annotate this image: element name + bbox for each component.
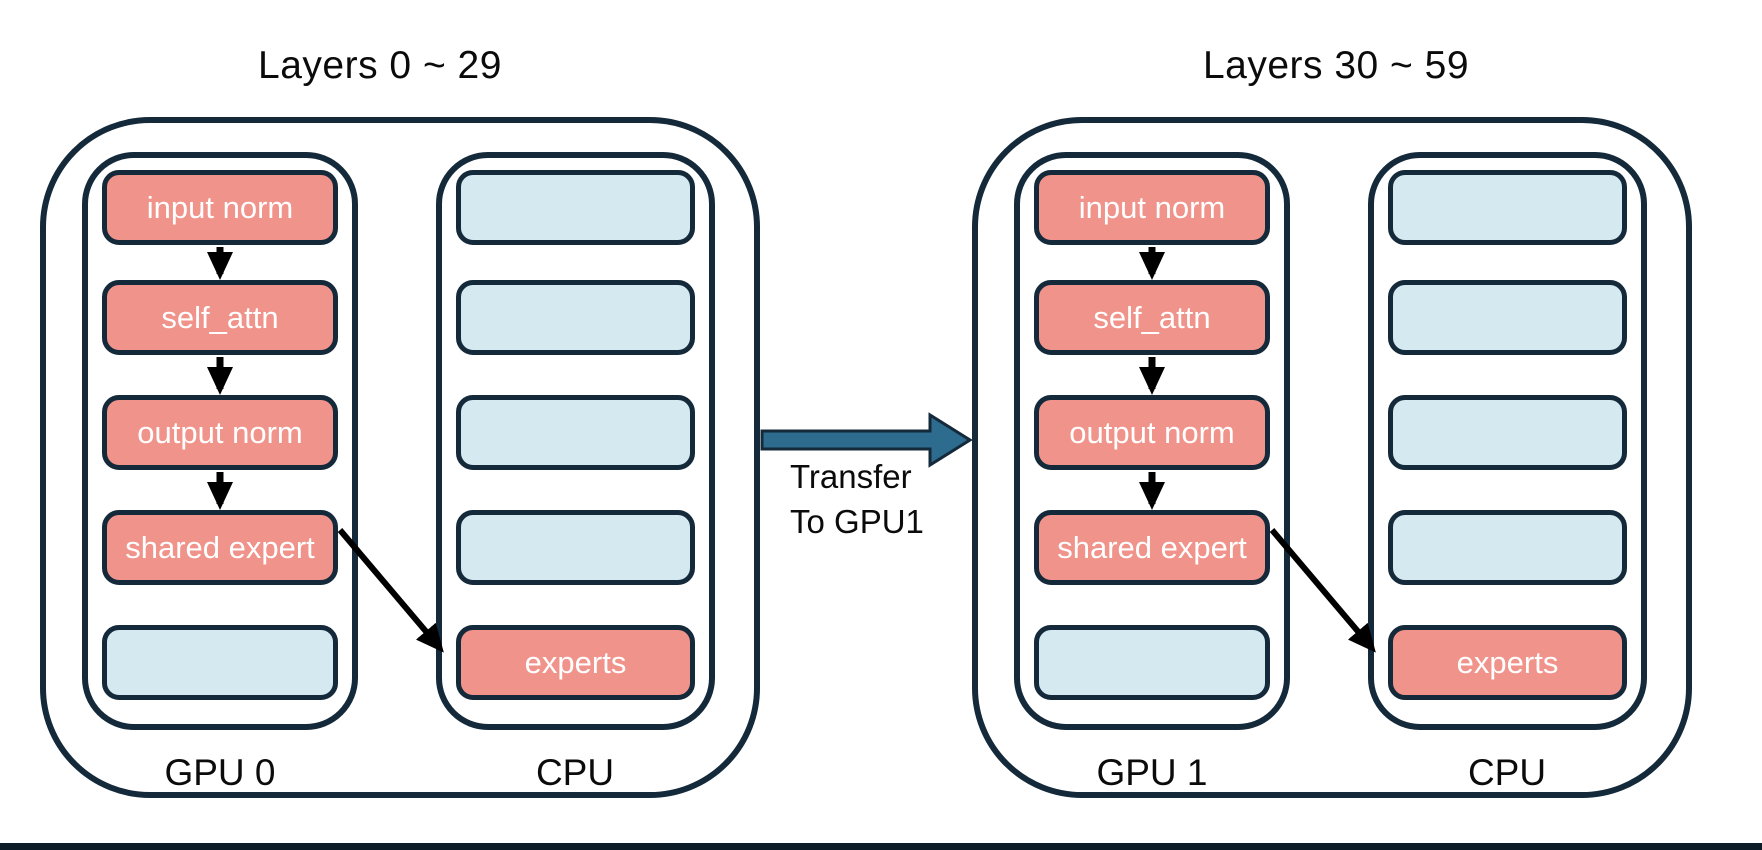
group-title-layers-30-59: Layers 30 ~ 59: [1202, 44, 1470, 87]
block-cpu-right-empty-4: [1388, 510, 1627, 585]
transfer-label-line2: To GPU1: [790, 502, 924, 540]
device-label-gpu0: GPU 0: [164, 752, 276, 793]
block-cpu-left-empty-2: [456, 280, 695, 355]
block-gpu1-output-norm: output norm: [1034, 395, 1270, 470]
transfer-label: Transfer To GPU1: [790, 455, 924, 545]
block-cpu-left-empty-3: [456, 395, 695, 470]
block-gpu0-shared-expert: shared expert: [102, 510, 338, 585]
block-cpu-left-experts: experts: [456, 625, 695, 700]
device-label-cpu-right: CPU: [1467, 752, 1547, 793]
bottom-edge-bar: [0, 843, 1762, 850]
block-gpu1-shared-expert: shared expert: [1034, 510, 1270, 585]
block-gpu0-input-norm: input norm: [102, 170, 338, 245]
block-gpu0-self-attn: self_attn: [102, 280, 338, 355]
block-cpu-right-empty-3: [1388, 395, 1627, 470]
block-cpu-left-empty-4: [456, 510, 695, 585]
block-cpu-right-empty-1: [1388, 170, 1627, 245]
block-gpu1-input-norm: input norm: [1034, 170, 1270, 245]
block-gpu1-empty: [1034, 625, 1270, 700]
block-cpu-right-experts: experts: [1388, 625, 1627, 700]
block-gpu0-empty: [102, 625, 338, 700]
transfer-label-line1: Transfer: [790, 458, 912, 495]
block-cpu-left-empty-1: [456, 170, 695, 245]
block-cpu-right-empty-2: [1388, 280, 1627, 355]
block-gpu0-output-norm: output norm: [102, 395, 338, 470]
device-label-cpu-left: CPU: [535, 752, 615, 793]
group-title-layers-0-29: Layers 0 ~ 29: [258, 44, 502, 87]
device-label-gpu1: GPU 1: [1096, 752, 1208, 793]
block-gpu1-self-attn: self_attn: [1034, 280, 1270, 355]
